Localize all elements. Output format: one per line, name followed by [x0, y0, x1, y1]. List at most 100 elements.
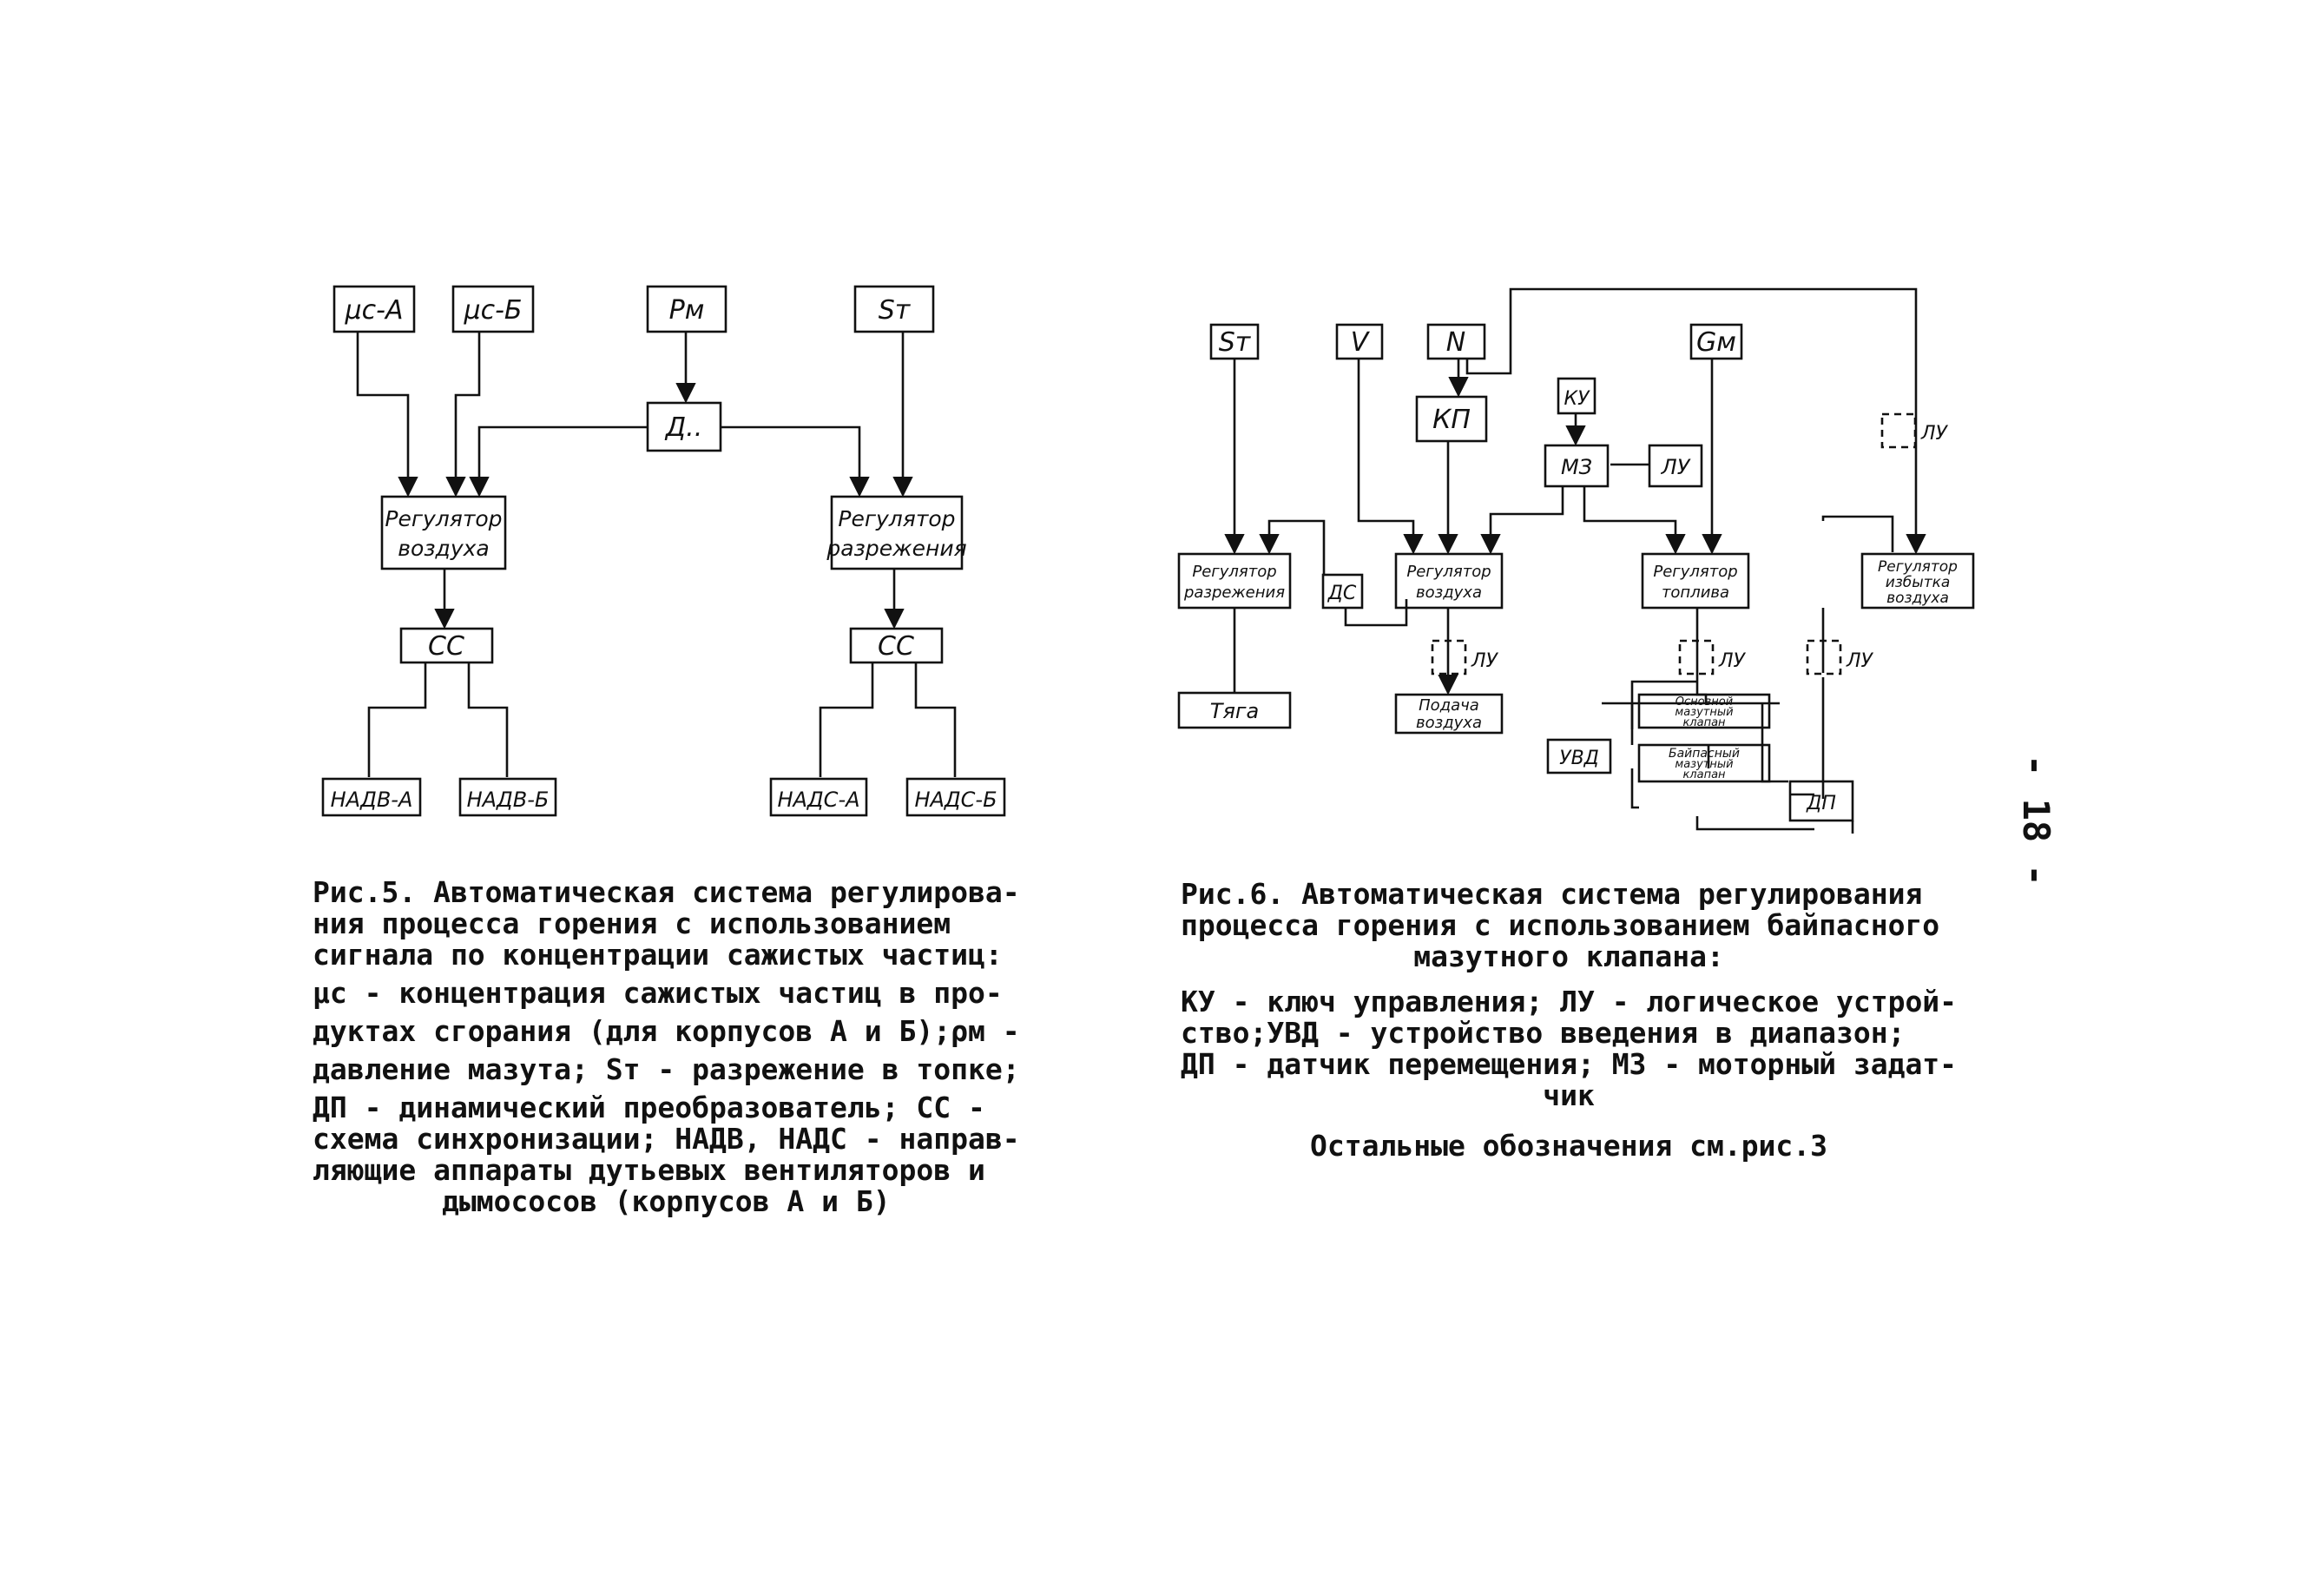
fig6-ds-block — [1321, 573, 1364, 610]
fig6-bypass-valve-label-3: клапан — [1682, 768, 1726, 781]
fig5-caption-line: сигнала по концентрации сажистых частиц: — [313, 938, 1003, 972]
fig5-caption-line: ляющие аппараты дутьевых вентиляторов и — [313, 1153, 985, 1187]
fig5-nadv-a-block — [321, 777, 422, 817]
fig5-caption-line: Рис.5. Автоматическая система регулирова… — [313, 875, 1020, 909]
fig6-lu2-block — [1431, 639, 1467, 676]
fig5-caption-line: ния процесса горения с использованием — [313, 906, 951, 940]
fig6-regulator-air-label-2: воздуха — [1416, 583, 1482, 602]
fig6-ku-block — [1557, 377, 1597, 415]
fig5-labels: μс-А μс-Б Pм Sт Д.. Регулятор воздуха Ре… — [331, 295, 997, 812]
fig6-caption-title-line: процесса горения с использованием байпас… — [1181, 908, 1940, 942]
fig6-lu1-label: ЛУ — [1920, 423, 1949, 445]
fig5-nadv-a-label: НАДВ-А — [331, 788, 413, 812]
fig5-regulator-rarefaction-block — [830, 495, 964, 570]
fig6-regulator-rarefaction-label-2: разрежения — [1183, 583, 1285, 602]
fig6-regulator-excess-air-label-2: избытка — [1886, 574, 1951, 591]
fig6-regulator-air-label-1: Регулятор — [1406, 563, 1491, 581]
page-number: - 18 - — [2015, 755, 2057, 887]
fig6-lu3-block — [1678, 639, 1715, 676]
fig6-v-label: V — [1351, 327, 1371, 358]
fig6-labels: Sт V N Gм КП КУ МЗ ЛУ ДС Регулятор разре… — [1183, 327, 1958, 814]
fig6-gm-block — [1689, 323, 1743, 360]
fig5-regulator-rarefaction-label-2: разрежения — [826, 536, 966, 561]
fig6-caption-body-line: ДП - датчик перемещения; МЗ - моторный з… — [1181, 1047, 1958, 1081]
fig6-ku-label: КУ — [1564, 388, 1590, 410]
fig5-caption-line: дуктах сгорания (для корпусов А и Б);ρм … — [313, 1014, 1020, 1048]
fig5-cc-left-label: СС — [428, 631, 464, 662]
fig5-cc-right-block — [849, 627, 944, 664]
fig6-regulator-excess-air-label-1: Регулятор — [1878, 558, 1958, 576]
fig6-ds-label: ДС — [1327, 583, 1357, 604]
fig6-regulator-excess-air-block — [1860, 552, 1975, 610]
fig6-lu1-block — [1880, 412, 1917, 449]
fig6-st-block — [1209, 323, 1260, 360]
fig6-lu3-label: ЛУ — [1718, 650, 1747, 672]
fig6-n-block — [1426, 323, 1486, 360]
fig5-nadv-b-label: НАДВ-Б — [467, 788, 550, 812]
fig6-air-feed-label-1: Подача — [1419, 696, 1479, 715]
fig6-bypass-valve-block — [1637, 743, 1771, 783]
fig5-st-label: Sт — [879, 295, 912, 326]
fig5-pm-label: Pм — [669, 295, 705, 326]
fig5-regulator-air-block — [380, 495, 507, 570]
fig5-connections — [356, 332, 957, 777]
fig6-n-label: N — [1446, 327, 1465, 358]
fig5-nads-b-block — [905, 777, 1006, 817]
fig6-gm-label: Gм — [1696, 327, 1736, 358]
fig6-uvd-block — [1546, 738, 1612, 775]
fig6-lu-top-label: ЛУ — [1661, 455, 1691, 479]
fig5-caption: Рис.5. Автоматическая система регулирова… — [313, 877, 1020, 1217]
fig6-air-feed-label-2: воздуха — [1416, 714, 1482, 732]
fig6-caption-body-line: КУ - ключ управления; ЛУ - логическое ус… — [1181, 985, 1958, 1018]
fig5-nadv-b-block — [458, 777, 557, 817]
fig6-lu4-block — [1806, 639, 1842, 676]
fig6-tyaga-label: Тяга — [1210, 699, 1259, 723]
fig6-regulator-fuel-label-1: Регулятор — [1653, 563, 1737, 581]
fig6-air-feed-block — [1394, 693, 1504, 735]
fig5-mu-b-block — [451, 285, 535, 333]
fig6-caption-body-line: ство;УВД - устройство введения в диапазо… — [1181, 1016, 1906, 1050]
fig5-pm-block — [646, 285, 727, 333]
fig5-nads-a-block — [769, 777, 868, 817]
fig6-tyaga-block — [1177, 691, 1292, 729]
fig6-mz-label: МЗ — [1561, 455, 1592, 479]
fig5-cc-right-label: СС — [878, 631, 914, 662]
fig6-st-label: Sт — [1219, 327, 1252, 358]
fig6-regulator-rarefaction-block — [1177, 552, 1292, 610]
fig5-dp-block — [646, 401, 722, 452]
fig5-st-block — [853, 285, 935, 333]
fig6-lu4-label: ЛУ — [1846, 650, 1874, 672]
fig6-caption-body-line: чик — [1543, 1078, 1595, 1112]
fig6-main-valve-block — [1637, 693, 1771, 729]
figure-6-diagram — [1177, 287, 1975, 834]
fig6-caption-title-line: мазутного клапана: — [1413, 939, 1724, 973]
fig6-caption-title-line: Рис.6. Автоматическая система регулирова… — [1181, 877, 1923, 911]
fig5-caption-line: схема синхронизации; НАДВ, НАДС - направ… — [313, 1122, 1020, 1156]
fig6-main-valve-label-3: клапан — [1682, 716, 1726, 729]
fig6-dp-block — [1788, 780, 1854, 822]
fig5-mu-a-block — [332, 285, 416, 333]
figure-5-diagram — [321, 285, 1006, 817]
fig6-caption: Рис.6. Автоматическая система регулирова… — [1181, 879, 1957, 1162]
fig6-lu-top-block — [1648, 444, 1703, 488]
fig5-nads-b-label: НАДС-Б — [914, 788, 997, 812]
fig6-main-valve-label-2: мазутный — [1675, 706, 1733, 719]
fig5-caption-line: давление мазута; Sт - разрежение в топке… — [313, 1052, 1020, 1086]
fig6-kp-block — [1415, 395, 1488, 443]
fig6-regulator-rarefaction-label-1: Регулятор — [1192, 563, 1276, 581]
fig6-bypass-valve-label-2: мазутный — [1675, 758, 1733, 771]
fig6-uvd-label: УВД — [1559, 748, 1599, 769]
fig5-caption-line: ДП - динамический преобразователь; СС - — [313, 1091, 985, 1124]
fig6-v-block — [1335, 323, 1384, 360]
fig5-regulator-air-label-1: Регулятор — [385, 506, 502, 531]
fig5-mu-b-label: μс-Б — [464, 295, 523, 326]
fig6-regulator-fuel-block — [1641, 552, 1750, 610]
fig6-bypass-valve-label-1: Байпасный — [1669, 747, 1740, 761]
fig5-dp-label: Д.. — [664, 412, 703, 443]
fig6-caption-note: Остальные обозначения см.рис.3 — [1310, 1129, 1828, 1163]
fig5-cc-left-block — [399, 627, 494, 664]
fig6-lu2-label: ЛУ — [1471, 650, 1499, 672]
fig6-main-valve-label-1: Основной — [1676, 695, 1733, 709]
fig6-kp-label: КП — [1432, 405, 1471, 435]
